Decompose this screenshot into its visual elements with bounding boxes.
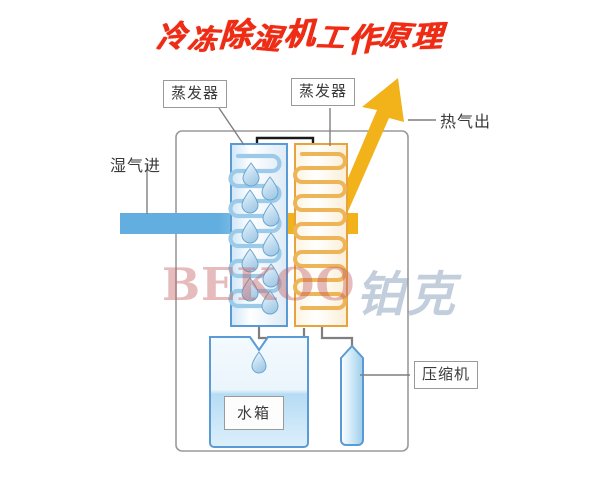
condensation-droplets	[241, 162, 280, 315]
falling-water-droplet	[251, 351, 267, 374]
leader-evaporator-left	[218, 107, 245, 146]
top-refrigerant-pipe	[255, 136, 315, 146]
machine-housing	[175, 130, 409, 452]
condenser-hot-coil	[293, 143, 348, 327]
label-evaporator-right: 蒸发器	[291, 78, 356, 106]
label-evaporator-left: 蒸发器	[163, 80, 228, 108]
moist-air-inlet-band	[120, 213, 244, 234]
label-compressor: 压缩机	[414, 361, 479, 389]
label-moist-air-in: 湿气进	[110, 156, 162, 175]
label-hot-air-out: 热气出	[440, 112, 492, 131]
water-tank	[209, 336, 309, 448]
label-leader-lines	[146, 107, 436, 376]
compressor-unit	[340, 344, 364, 446]
evaporator-cold-coil	[228, 143, 288, 327]
label-water-tank: 水箱	[224, 396, 285, 430]
